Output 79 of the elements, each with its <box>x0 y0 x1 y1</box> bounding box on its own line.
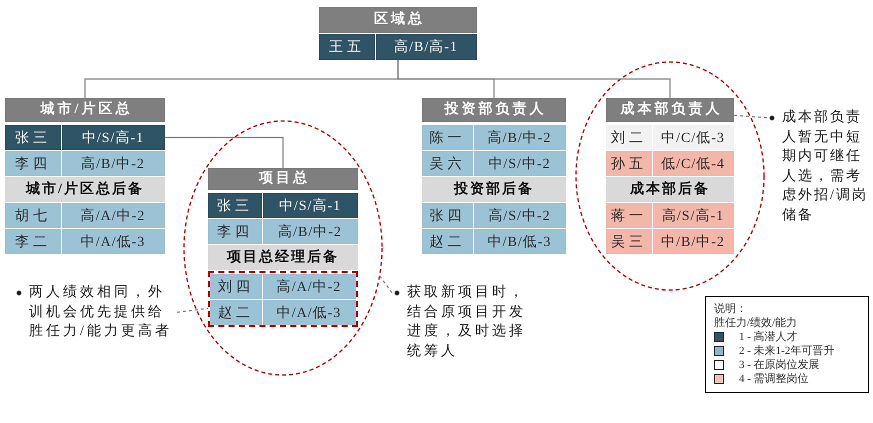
rating-code: 中/B/低-3 <box>488 234 552 250</box>
person-name: 刘二 <box>611 129 647 146</box>
table-row <box>422 125 566 150</box>
leader-line <box>379 275 392 294</box>
table-row <box>606 229 734 254</box>
rating-code: 高/A/中-2 <box>80 207 146 224</box>
table-header: 成本部负责人 <box>606 98 734 122</box>
person-name: 吴六 <box>430 155 466 172</box>
table-row <box>422 229 566 254</box>
rating-code: 中/S/中-2 <box>488 156 551 172</box>
rating-code: 高/B/中-2 <box>488 129 552 146</box>
table-row <box>208 193 358 218</box>
person-name: 赵二 <box>430 234 466 250</box>
connector-line <box>397 60 671 98</box>
highlight-ellipse <box>575 61 765 291</box>
legend-label: 2 - 未来1-2年可晋升 <box>739 344 834 358</box>
table-row <box>422 151 566 176</box>
person-name: 胡七 <box>15 208 51 224</box>
person-name: 吴三 <box>611 234 647 250</box>
table-row <box>606 151 734 176</box>
rating-code: 高/B/中-2 <box>81 155 145 172</box>
legend-heading: 说明： <box>714 302 748 316</box>
rating-code: 中/A/低-3 <box>276 304 342 322</box>
person-name: 刘四 <box>218 278 254 296</box>
org-table <box>208 168 358 327</box>
leader-line <box>734 114 768 118</box>
rating-code: 低/C/低-4 <box>661 156 725 172</box>
org-table <box>319 7 477 60</box>
person-name: 赵二 <box>218 304 254 322</box>
rating-code: 高/S/中-2 <box>488 207 551 224</box>
legend-label: 4 - 需调整岗位 <box>739 372 809 386</box>
person-name: 孙五 <box>611 156 647 172</box>
person-name: 张三 <box>15 130 51 146</box>
rating-code: 高/B/中-2 <box>278 223 342 240</box>
legend-subheading: 胜任力/绩效/能力 <box>714 316 798 330</box>
table-header: 区域总 <box>319 7 477 33</box>
legend-label: 1 - 高潜人才 <box>739 330 798 344</box>
leader-line <box>176 308 208 313</box>
table-header: 项目总 <box>208 168 358 190</box>
rating-code: 中/C/低-3 <box>661 130 725 146</box>
highlight-ellipse <box>183 120 383 376</box>
rating-code: 高/S/高-1 <box>662 207 724 224</box>
org-table <box>5 98 165 254</box>
table-row <box>606 125 734 150</box>
rating-code: 中/A/低-3 <box>80 234 146 250</box>
person-name: 张四 <box>430 208 466 224</box>
rating-code: 中/S/高-1 <box>278 197 342 214</box>
rating-code: 高/A/中-2 <box>276 278 342 296</box>
table-row <box>422 203 566 228</box>
highlight-frame <box>208 271 358 327</box>
table-row <box>210 300 356 325</box>
table-row <box>319 34 477 60</box>
rating-code: 中/B/中-2 <box>661 234 725 250</box>
person-name: 李四 <box>217 224 253 240</box>
person-name: 李二 <box>15 234 51 250</box>
table-header: 城市/片区总 <box>5 98 165 122</box>
section-header: 城市/片区总后备 <box>5 177 165 202</box>
legend-label: 3 - 在原岗位发展 <box>739 358 820 372</box>
table-row <box>5 125 165 150</box>
table-row <box>5 151 165 176</box>
connector-line <box>165 136 284 168</box>
table-row <box>208 219 358 244</box>
rating-code: 中/S/高-1 <box>82 129 144 146</box>
person-name: 李四 <box>15 156 51 172</box>
table-row <box>5 203 165 228</box>
org-table <box>606 98 734 254</box>
table-row <box>606 203 734 228</box>
person-name: 蒋一 <box>611 208 647 224</box>
org-table <box>422 98 566 254</box>
section-header: 项目总经理后备 <box>208 245 358 270</box>
person-name: 陈一 <box>430 130 466 146</box>
section-header: 投资部后备 <box>422 177 566 202</box>
person-name: 王五 <box>329 39 365 56</box>
person-name: 张三 <box>217 198 253 214</box>
rating-code: 高/B/高-1 <box>394 38 458 56</box>
table-header: 投资部负责人 <box>422 98 566 122</box>
section-header: 成本部后备 <box>606 177 734 202</box>
table-row <box>5 229 165 254</box>
table-row <box>210 274 356 299</box>
